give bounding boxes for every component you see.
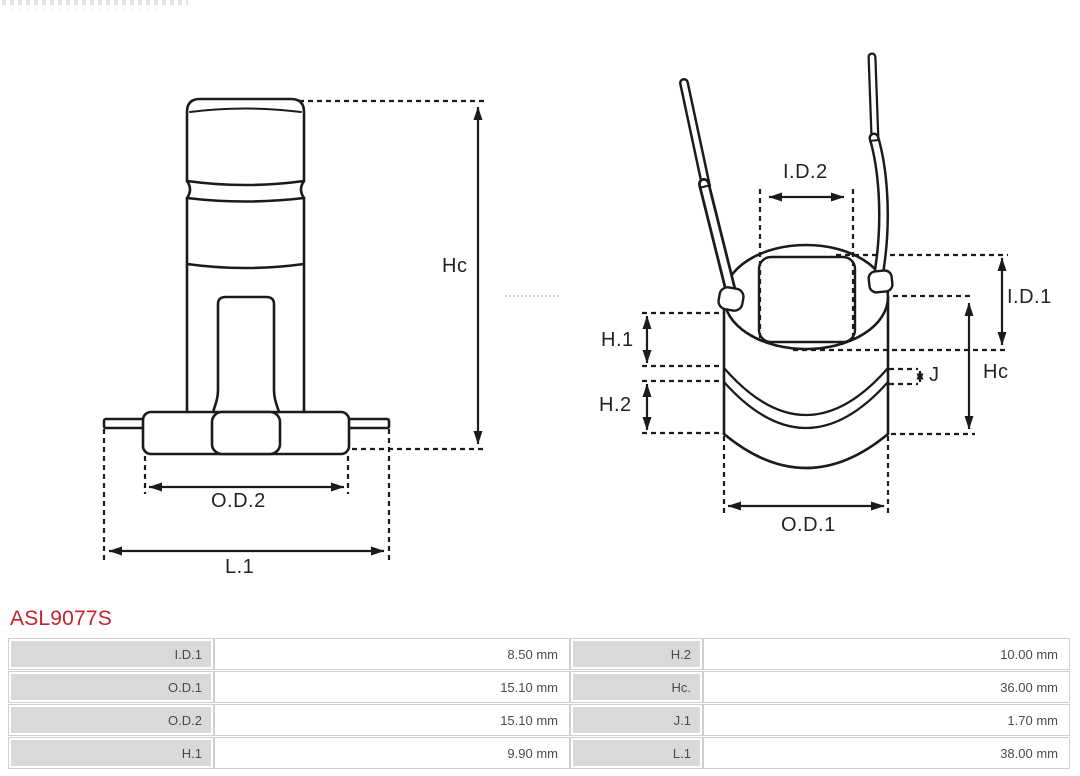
dim-key-cell: I.D.1 [8,638,214,670]
dim-value-cell: 10.00 mm [703,638,1070,670]
dim-value-cell: 1.70 mm [703,704,1070,736]
dim-value: 8.50 mm [507,646,558,662]
watermark-artifact [505,295,559,297]
wire-left-joint [698,184,712,189]
cropped-logo-artifact-2 [10,8,160,11]
cylinder-bottom-arc [722,432,890,470]
wire-left-foot [717,286,745,312]
right-view-hidden-dims [793,253,1008,352]
dim-value: 36.00 mm [1000,679,1058,695]
dim-key: Hc. [671,679,692,695]
dim-label-od2: O.D.2 [211,490,266,512]
neck-bottom-line [185,196,306,203]
base-tab-left [102,417,146,430]
dim-key-cell: H.2 [570,638,703,670]
dim-key: L.1 [672,745,691,761]
dim-key-cell: H.1 [8,737,214,769]
body-section-line [185,262,306,270]
cap-chamfer-line [189,107,302,113]
cropped-logo-artifact [2,0,188,5]
dim-key: H.1 [181,745,202,761]
dim-key-cell: L.1 [570,737,703,769]
right-view-dimensions [642,189,1007,513]
cylinder-top-rim [722,243,890,351]
left-view-dimensions [102,99,486,561]
shaft-cap [185,97,306,183]
slip-ring-wires [679,52,894,312]
dim-value: 9.90 mm [507,745,558,761]
dim-key: O.D.1 [168,679,202,695]
table-row: I.D.1 8.50 mm H.2 10.00 mm [8,638,1070,670]
table-row: H.1 9.90 mm L.1 38.00 mm [8,737,1070,769]
wire-right-foot [867,269,894,294]
dim-label-hc-right: Hc [983,361,1009,383]
dim-key: H.2 [670,646,691,662]
dim-value: 15.10 mm [500,712,558,728]
neck-groove-left [185,179,192,200]
dim-key-cell: O.D.1 [8,671,214,703]
dim-value-cell: 15.10 mm [214,671,570,703]
dim-value-cell: 38.00 mm [703,737,1070,769]
ring-groove-line-2 [722,380,890,429]
cap-bottom-line [185,179,306,187]
wire-right-joint [868,139,880,142]
dim-label-h2: H.2 [599,394,632,416]
dim-label-hc-left: Hc [442,255,468,277]
dim-value-cell: 36.00 mm [703,671,1070,703]
dim-value-cell: 9.90 mm [214,737,570,769]
dim-value-cell: 15.10 mm [214,704,570,736]
dim-key-cell: Hc. [570,671,703,703]
table-row: O.D.1 15.10 mm Hc. 36.00 mm [8,671,1070,703]
neck-groove-right [299,179,306,200]
dim-label-id1: I.D.1 [1007,286,1052,308]
dim-value: 15.10 mm [500,679,558,695]
dim-label-h1: H.1 [601,329,634,351]
table-row: O.D.2 15.10 mm J.1 1.70 mm [8,704,1070,736]
base-tab-right [346,417,391,430]
dim-label-l1: L.1 [225,556,255,578]
dim-value-cell: 8.50 mm [214,638,570,670]
dim-key-cell: J.1 [570,704,703,736]
body-slot [211,295,281,414]
technical-drawing [102,52,1008,561]
dim-value: 1.70 mm [1007,712,1058,728]
cylinder-bore [757,255,857,344]
dim-key: J.1 [673,712,691,728]
left-view-drawing [102,97,391,456]
part-number: ASL9077S [10,607,113,630]
dim-key: I.D.1 [174,646,202,662]
dim-label-id2: I.D.2 [783,161,828,183]
dimensions-table: I.D.1 8.50 mm H.2 10.00 mm O.D.1 15.10 m… [8,638,1070,769]
dim-label-od1: O.D.1 [781,514,836,536]
base-center-block [210,410,282,456]
dim-value: 10.00 mm [1000,646,1058,662]
dim-key: O.D.2 [168,712,202,728]
dim-value: 38.00 mm [1000,745,1058,761]
dim-key-cell: O.D.2 [8,704,214,736]
dim-label-j: J [929,364,940,386]
ring-groove-line-1 [722,366,890,416]
right-view-drawing [722,243,890,470]
